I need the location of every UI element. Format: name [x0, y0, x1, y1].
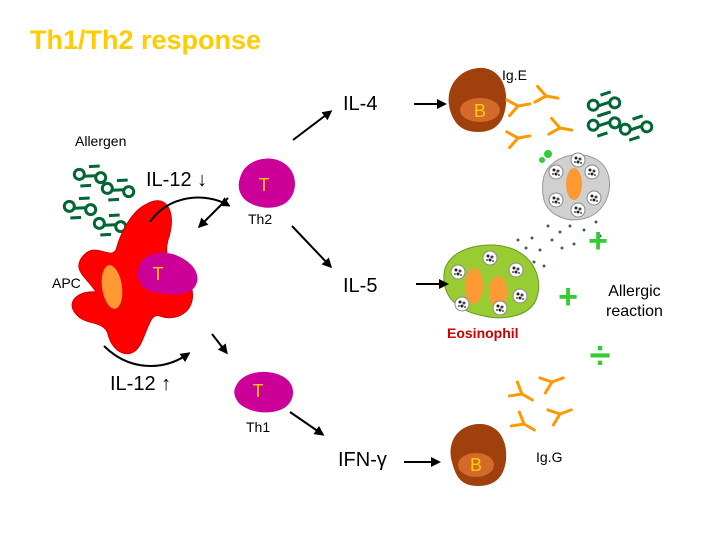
divide-sign: ÷	[590, 335, 611, 377]
antibody-icon	[509, 410, 540, 439]
granule-icon	[512, 288, 528, 304]
arrow-icon	[292, 110, 333, 141]
granule-icon	[548, 192, 564, 208]
eosinophil-label: Eosinophil	[447, 325, 519, 341]
arrow-icon	[197, 197, 229, 229]
t-cell-th2	[238, 158, 295, 208]
allergic-reaction-label: Allergic reaction	[606, 282, 663, 322]
allergen-icon	[616, 109, 656, 147]
arrow-icon	[149, 196, 231, 223]
antibody-icon	[538, 368, 568, 395]
il12-down-label: IL-12 ↓	[146, 169, 208, 191]
t-cell-apc-label: T	[153, 264, 164, 284]
allergen-icon	[584, 85, 624, 123]
granule-icon	[586, 190, 602, 206]
il12-up-label: IL-12 ↑	[110, 373, 172, 395]
allergen-label: Allergen	[75, 133, 127, 149]
granule-icon	[584, 164, 600, 180]
granule-icon	[454, 296, 470, 312]
arrows	[103, 99, 449, 467]
allergen-icon	[61, 190, 99, 226]
mediator-dots	[506, 220, 602, 272]
ifn-gamma-label: IFN-γ	[338, 449, 387, 471]
granule-icon	[482, 250, 498, 266]
allergic-reaction-line2: reaction	[606, 303, 663, 320]
granule-icon	[548, 164, 564, 180]
b-cell-bottom-label: B	[470, 455, 482, 475]
il4-label: IL-4	[343, 93, 378, 115]
granule-icon	[450, 264, 466, 280]
antibody-icon	[546, 400, 576, 427]
antibody-icon	[507, 380, 538, 409]
antibody-icon	[505, 94, 533, 118]
page-title: Th1/Th2 response	[30, 25, 262, 55]
igg-label: Ig.G	[536, 449, 563, 465]
granule-icon	[492, 300, 508, 316]
t-cell-th1	[234, 371, 294, 413]
ige-label: Ig.E	[502, 67, 527, 83]
allergen-icon	[584, 105, 624, 143]
plus-sign-mid: +	[558, 278, 578, 316]
arrow-icon	[291, 225, 333, 269]
arrow-icon	[289, 411, 325, 436]
b-cell-top-label: B	[474, 101, 486, 121]
arrow-icon	[211, 333, 228, 355]
allergic-reaction-line1: Allergic	[608, 283, 661, 300]
granule-icon	[570, 152, 586, 168]
t-cell-th1-label: T	[253, 381, 264, 401]
allergen-top-right	[584, 85, 656, 147]
b-cell-bottom	[450, 424, 507, 486]
apc-label: APC	[52, 275, 81, 291]
antibody-icon	[547, 116, 575, 140]
arrow-icon	[103, 345, 191, 367]
th1-label: Th1	[246, 419, 271, 435]
mast-cell	[539, 150, 611, 221]
antibody-icon	[505, 126, 533, 150]
plus-sign-top: +	[588, 222, 608, 260]
t-cell-th2-label: T	[259, 175, 270, 195]
granule-icon	[508, 262, 524, 278]
th2-label: Th2	[248, 211, 273, 227]
ige-antibodies	[505, 84, 575, 150]
eosinophil-cell	[443, 244, 540, 319]
antibody-icon	[533, 84, 561, 108]
granule-icon	[570, 202, 586, 218]
apc-cell	[71, 200, 193, 355]
t-cell-apc	[137, 252, 198, 295]
igg-antibodies	[507, 368, 576, 439]
b-cell-top	[448, 67, 507, 132]
il5-label: IL-5	[343, 275, 378, 297]
